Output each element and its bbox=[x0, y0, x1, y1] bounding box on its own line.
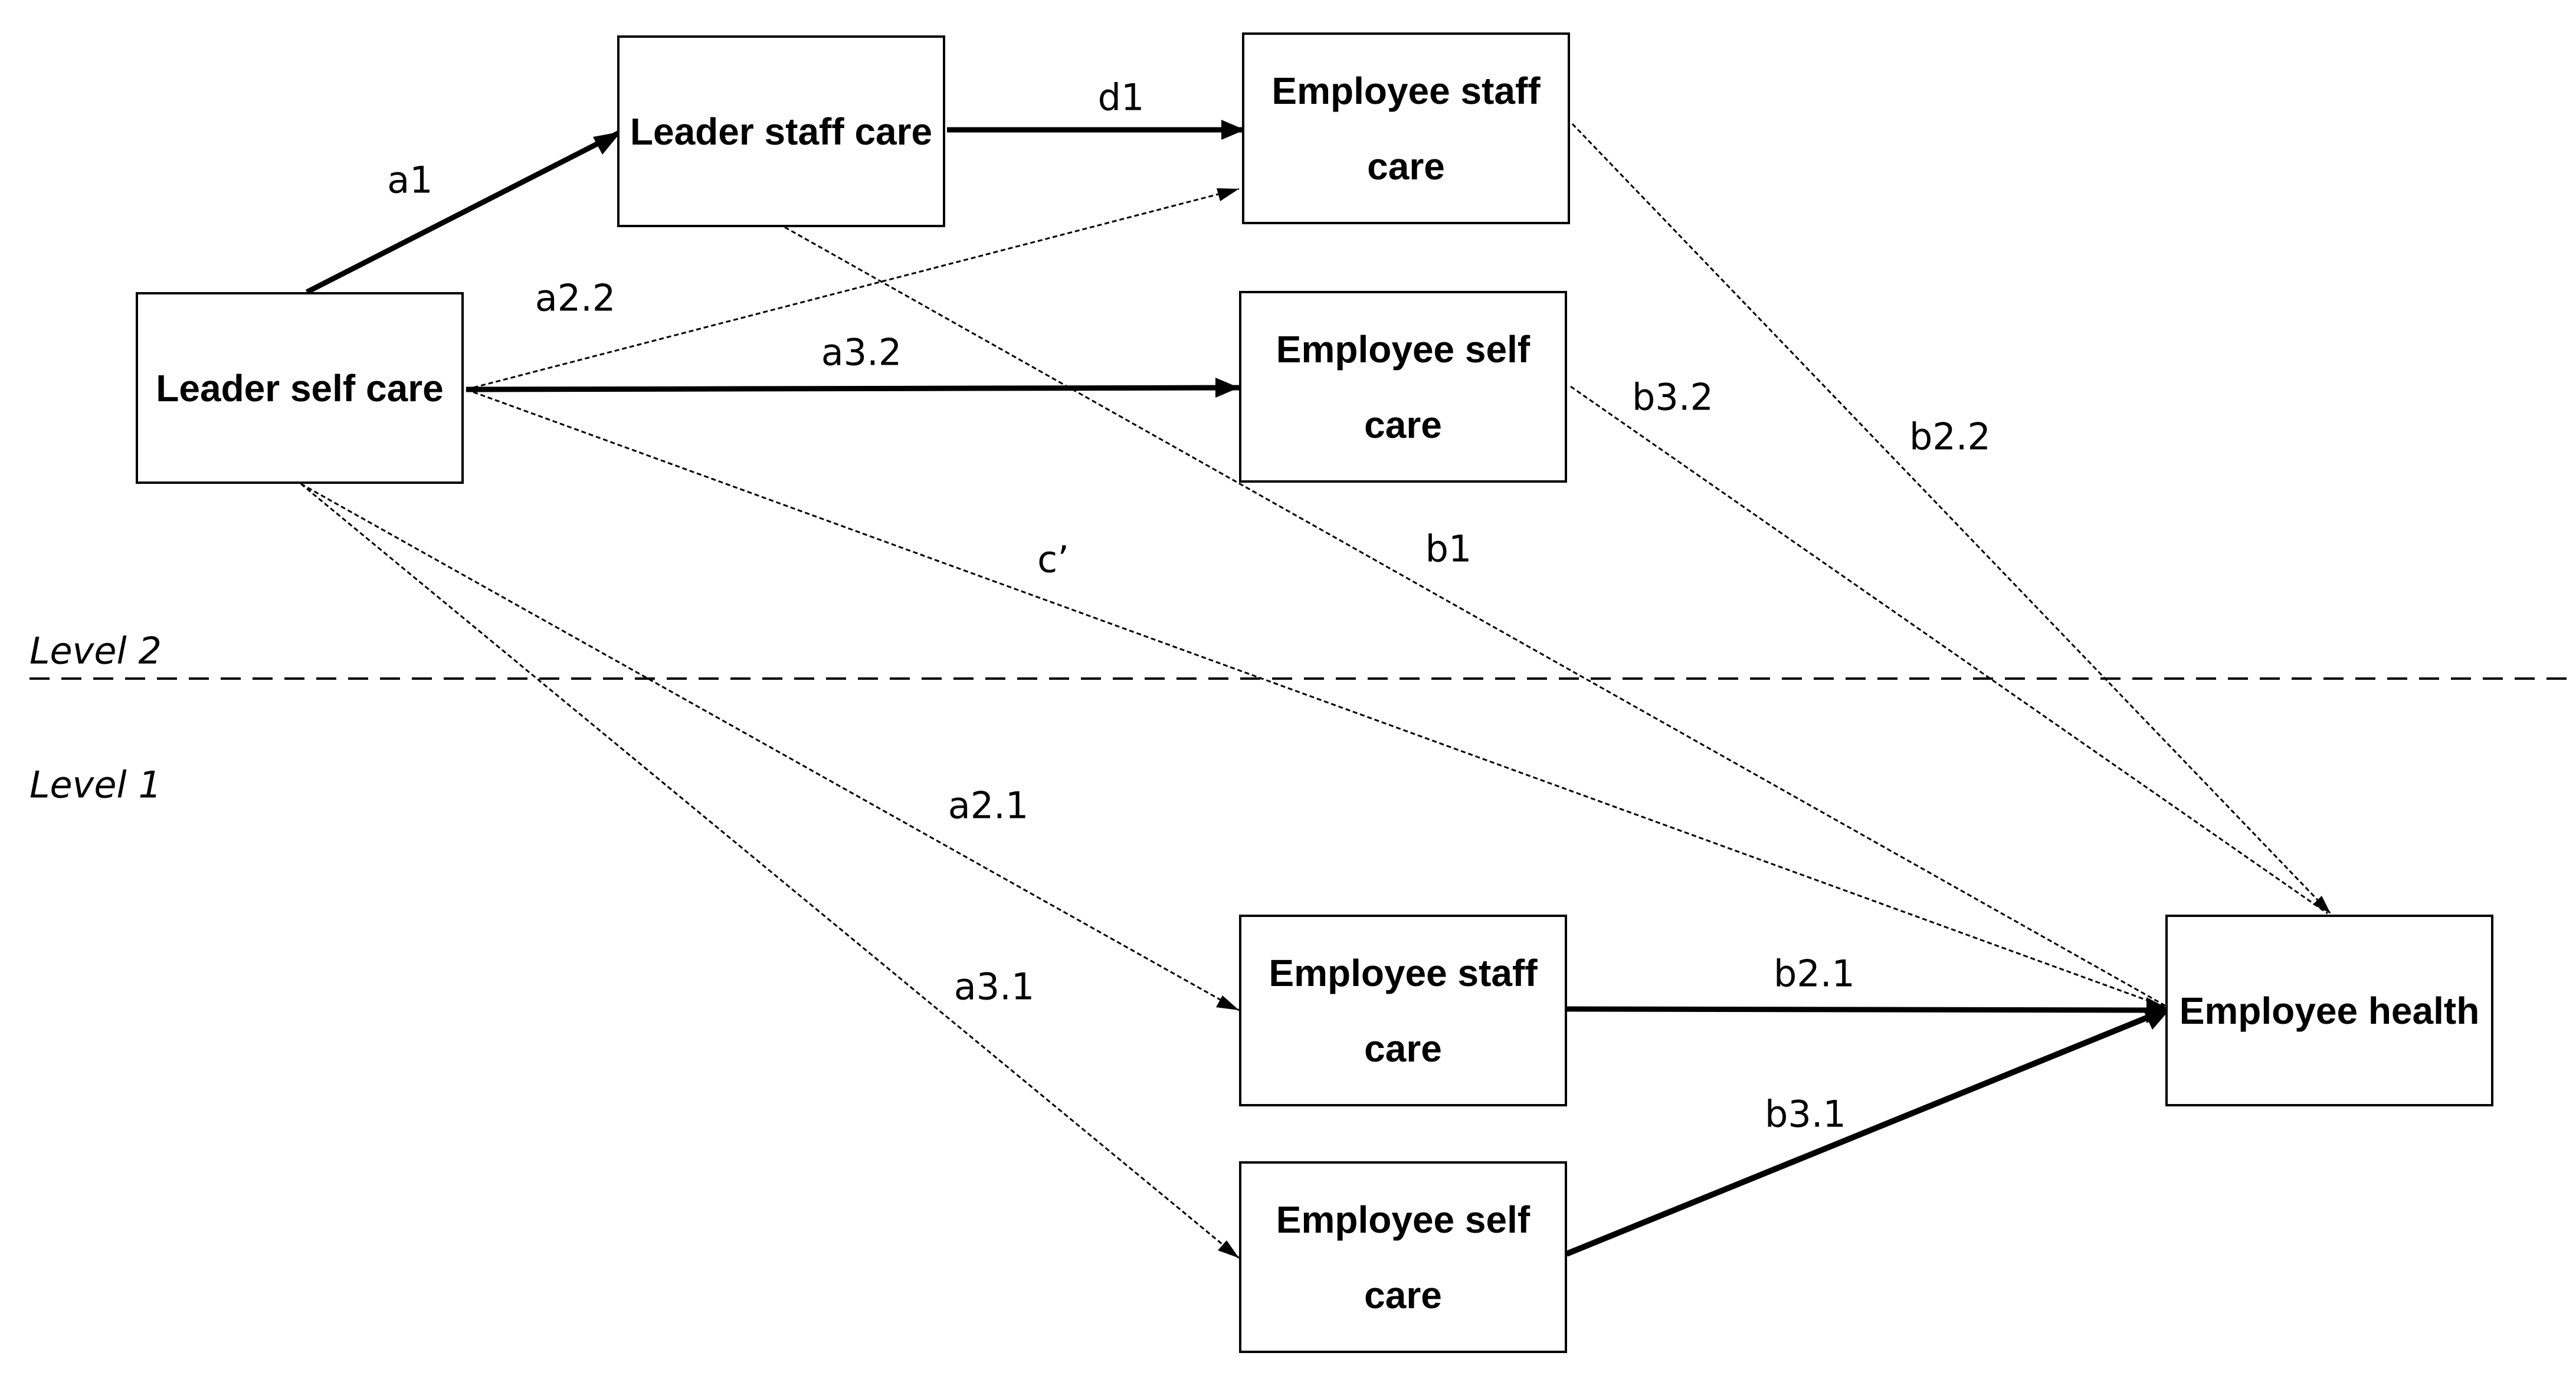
node-employee-self-care-level1: Employee self care bbox=[1239, 1161, 1567, 1353]
node-label: Leader self care bbox=[156, 366, 444, 410]
edge-a1 bbox=[305, 129, 623, 295]
edge-label-b2-2: b2.2 bbox=[1909, 415, 1991, 458]
edge-a3-1-arrowhead bbox=[1218, 1240, 1239, 1258]
node-label: Employee health bbox=[2179, 989, 2480, 1032]
edge-label-d1: d1 bbox=[1097, 76, 1145, 119]
node-employee-staff-care-level2: Employee staff care bbox=[1242, 32, 1570, 224]
edge-label-a3-2: a3.2 bbox=[821, 330, 902, 374]
edge-b2-2-arrowhead bbox=[2313, 896, 2331, 913]
edge-a2-1-arrowhead bbox=[1216, 995, 1239, 1010]
edge-a2-1 bbox=[300, 483, 1240, 1011]
edge-a2-2-arrowhead bbox=[1217, 188, 1239, 201]
edge-b2-2 bbox=[1571, 123, 2332, 915]
edge-label-b1: b1 bbox=[1425, 527, 1472, 571]
edge-label-a1: a1 bbox=[387, 158, 433, 202]
edge-a2-2 bbox=[466, 188, 1240, 391]
level-2-label: Level 2 bbox=[30, 629, 162, 673]
node-employee-staff-care-level1: Employee staff care bbox=[1239, 915, 1567, 1106]
node-label: Leader staff care bbox=[630, 110, 933, 153]
node-employee-health: Employee health bbox=[2165, 915, 2493, 1106]
edge-b3-1 bbox=[1565, 1007, 2167, 1257]
node-label: Employee staff care bbox=[1271, 69, 1541, 188]
edge-b2-1 bbox=[1566, 1006, 2166, 1013]
node-leader-self-care: Leader self care bbox=[136, 292, 464, 484]
node-label: Employee staff care bbox=[1269, 951, 1538, 1070]
edge-d1-arrowhead bbox=[1221, 120, 1245, 140]
node-employee-self-care-level2: Employee self care bbox=[1239, 291, 1567, 483]
node-leader-staff-care: Leader staff care bbox=[617, 35, 945, 227]
edge-label-a2-2: a2.2 bbox=[535, 276, 616, 320]
node-label: Employee self care bbox=[1276, 1198, 1530, 1316]
edge-label-b3-2: b3.2 bbox=[1632, 375, 1713, 419]
edge-a3-1 bbox=[300, 483, 1240, 1259]
edge-b1 bbox=[784, 226, 2172, 1010]
edge-label-c-prime: c’ bbox=[1037, 538, 1069, 581]
edge-a3-2-arrowhead bbox=[1215, 378, 1239, 398]
node-label: Employee self care bbox=[1276, 327, 1530, 446]
edge-label-b2-1: b2.1 bbox=[1774, 952, 1855, 995]
edge-b3-2 bbox=[1570, 385, 2328, 915]
edge-a1-arrowhead bbox=[593, 132, 621, 155]
edge-label-b3-1: b3.1 bbox=[1765, 1092, 1846, 1136]
edge-c-prime bbox=[466, 388, 2172, 1010]
level-1-label: Level 1 bbox=[30, 763, 162, 807]
edge-a3-2 bbox=[466, 385, 1240, 392]
edge-label-a3-1: a3.1 bbox=[953, 965, 1035, 1008]
edge-b3-1-arrowhead bbox=[2144, 1008, 2171, 1030]
edge-label-a2-1: a2.1 bbox=[948, 784, 1029, 827]
